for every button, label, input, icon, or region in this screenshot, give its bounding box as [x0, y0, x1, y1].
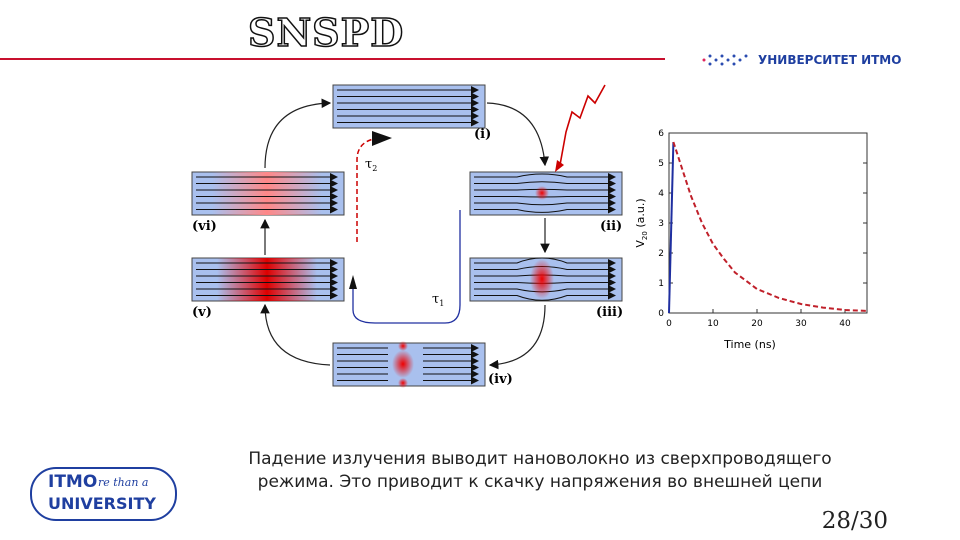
tau2-label: τ2: [365, 157, 377, 173]
caption-line-1: Падение излучения выводит нановолокно из…: [248, 449, 832, 469]
current-line: [474, 173, 616, 181]
logo-text: УНИВЕРСИТЕТ ИТМО: [758, 53, 902, 67]
itmo-badge: ITMO re than a UNIVERSITY: [30, 467, 177, 521]
x-tick-label: 20: [751, 319, 763, 329]
label-iv: (iv): [488, 372, 513, 387]
slide-caption: Падение излучения выводит нановолокно из…: [200, 448, 880, 494]
page-number: 28/30: [821, 508, 888, 534]
current-line: [474, 205, 616, 214]
slide-title: SNSPD: [247, 9, 405, 56]
y-tick-label: 0: [658, 309, 664, 319]
label-ii: (ii): [600, 219, 622, 234]
x-tick-label: 30: [795, 319, 807, 329]
y-tick-label: 3: [658, 219, 664, 229]
panel-ii: [469, 171, 623, 216]
y-axis-label: V20 (a.u.): [634, 198, 649, 247]
tau1-label: τ1: [432, 292, 444, 308]
panel-i: [332, 84, 486, 129]
label-v: (v): [192, 305, 212, 320]
panel-vi: [191, 171, 345, 216]
hotspot: [535, 186, 549, 200]
y-tick-label: 2: [658, 249, 664, 259]
label-vi: (vi): [192, 219, 217, 234]
dots-logo-icon: [702, 54, 748, 66]
label-iii: (iii): [596, 305, 623, 320]
badge-top: ITMO: [48, 472, 98, 492]
y-tick-label: 6: [658, 129, 664, 139]
series-decay: [672, 141, 868, 312]
label-i: (i): [474, 127, 491, 142]
hotspot: [392, 350, 414, 378]
x-tick-label: 10: [707, 319, 719, 329]
panel-iv: [332, 341, 485, 388]
panel-v: [191, 257, 345, 302]
title-divider: [0, 58, 665, 60]
badge-bottom: UNIVERSITY: [48, 494, 156, 513]
itmo-logo: УНИВЕРСИТЕТ ИТМО: [700, 40, 940, 80]
y-tick-label: 4: [658, 189, 664, 199]
badge-script: re than a: [98, 476, 149, 489]
x-axis-label: Time (ns): [723, 338, 776, 351]
snspd-diagram: (i) (ii) (iii) (iv) (v) (vi) τ2 τ1: [191, 84, 623, 420]
plot-frame: [668, 132, 868, 314]
y-tick-label: 1: [658, 279, 664, 289]
current-line: [474, 257, 616, 267]
current-line: [474, 179, 616, 188]
y-tick-label: 5: [658, 159, 664, 169]
current-line: [474, 291, 616, 301]
current-line: [474, 199, 616, 207]
series-rise: [668, 141, 675, 314]
panel-iii: [469, 257, 623, 302]
x-tick-label: 40: [839, 319, 851, 329]
voltage-chart: 0 10 20 30 40 0 1 2 3 4 5 6 Time (ns) V20 (a.u.): [634, 129, 868, 351]
hotspot: [530, 259, 554, 299]
x-tick-label: 0: [666, 319, 672, 329]
caption-line-2: режима. Это приводит к скачку напряжения…: [257, 472, 823, 492]
